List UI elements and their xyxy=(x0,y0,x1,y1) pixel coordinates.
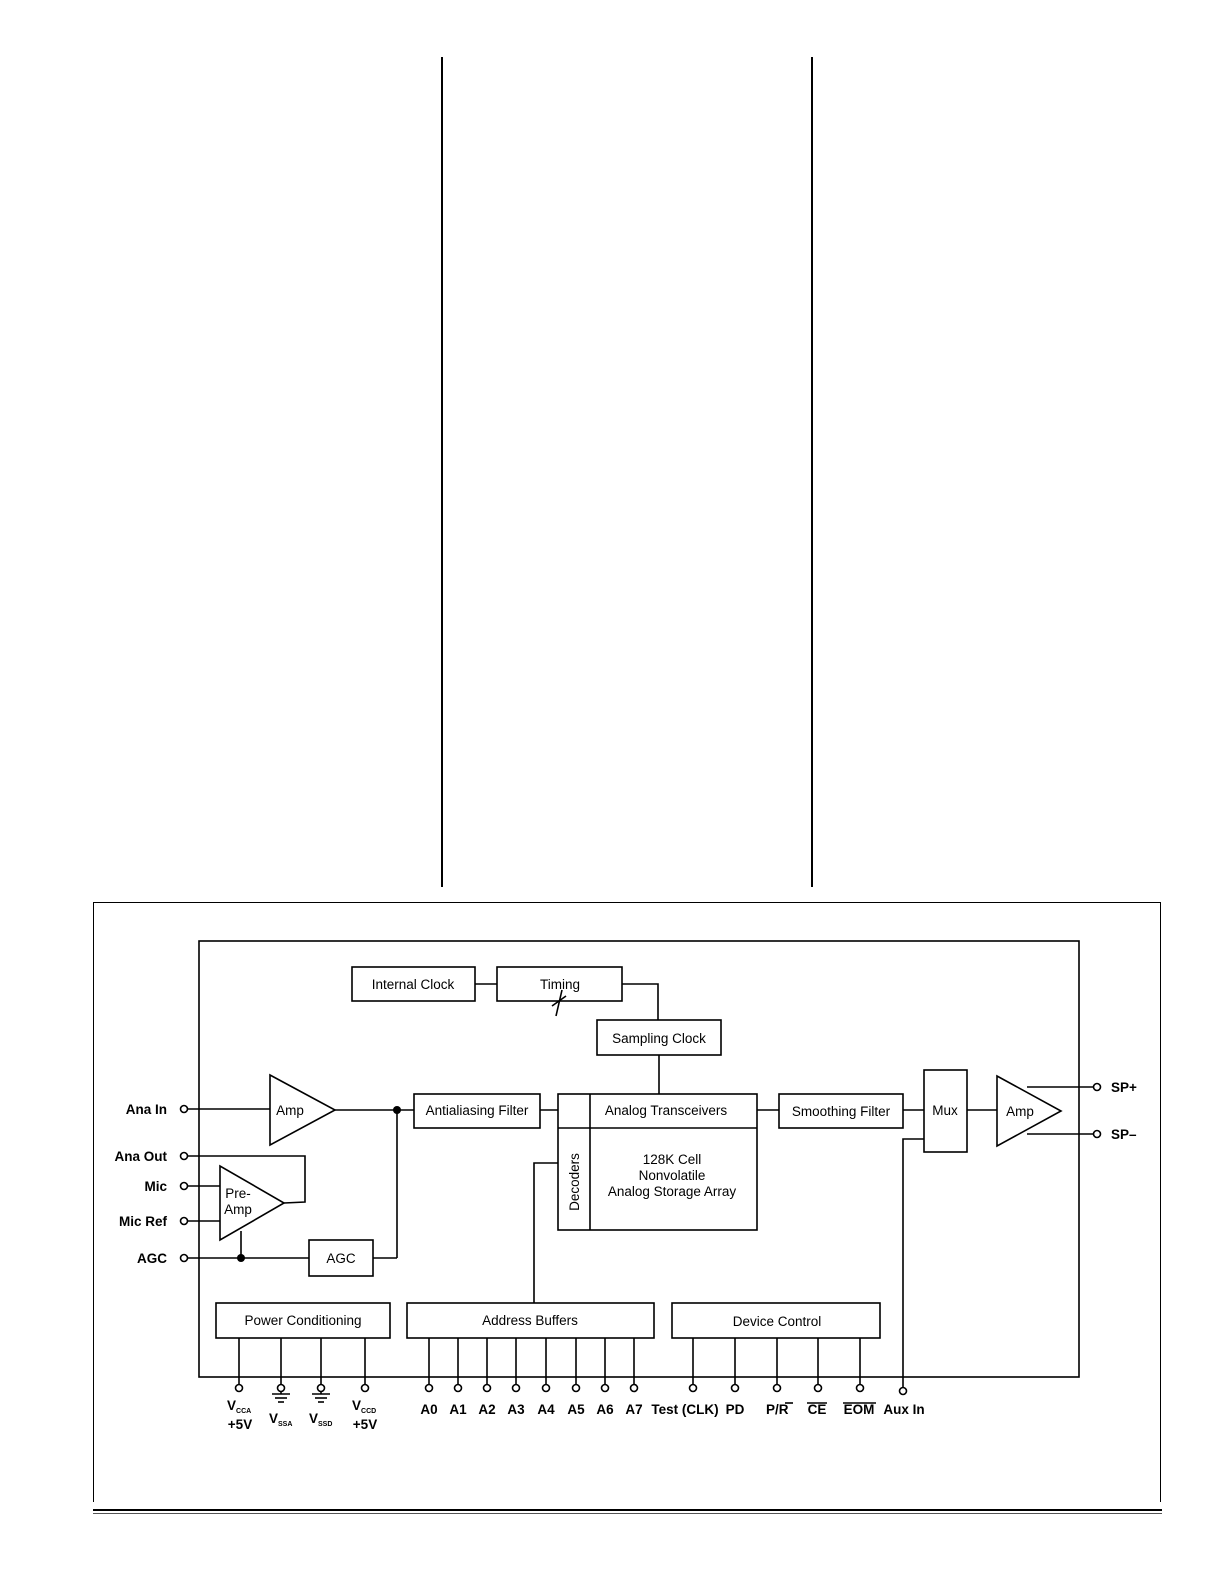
output-amp-label: Amp xyxy=(1006,1104,1034,1119)
timing-label: Timing xyxy=(540,977,580,992)
pin-terminal xyxy=(1092,1082,1102,1092)
pin-terminal xyxy=(855,1383,865,1393)
address-buffers-label: Address Buffers xyxy=(482,1313,578,1328)
antialiasing-filter-label: Antialiasing Filter xyxy=(426,1103,529,1118)
pin-terminal xyxy=(234,1383,244,1393)
pin-terminal xyxy=(600,1383,610,1393)
pin-terminal xyxy=(360,1383,370,1393)
input-amp-triangle xyxy=(269,1073,337,1147)
pin-terminal xyxy=(772,1383,782,1393)
eom-pin-label: EOM xyxy=(844,1402,875,1417)
mic-pin-label: Mic xyxy=(144,1179,167,1194)
analog-transceivers-label: Analog Transceivers xyxy=(605,1103,728,1118)
pin-a6-label: A6 xyxy=(596,1402,614,1417)
junction-dot xyxy=(393,1106,401,1114)
pin-terminal xyxy=(571,1383,581,1393)
input-amp-label: Amp xyxy=(276,1103,304,1118)
sampling-clock-label: Sampling Clock xyxy=(612,1031,706,1046)
pin-a5-label: A5 xyxy=(567,1402,585,1417)
pin-terminal xyxy=(316,1383,326,1393)
ce-pin-label: CE xyxy=(808,1402,827,1417)
junction-dot xyxy=(237,1254,245,1262)
chip-outline xyxy=(198,940,1080,1378)
decoders-label: Decoders xyxy=(567,1153,582,1211)
pin-terminal xyxy=(688,1383,698,1393)
pin-terminal xyxy=(424,1383,434,1393)
test-clk-pin-label: Test (CLK) xyxy=(651,1402,718,1417)
vssd-label: VSSD xyxy=(309,1411,332,1428)
mux-block xyxy=(923,1069,968,1153)
pin-terminal xyxy=(1092,1129,1102,1139)
pin-terminal xyxy=(898,1386,908,1396)
smoothing-filter-block xyxy=(778,1093,904,1129)
pd-pin-label: PD xyxy=(726,1402,745,1417)
pin-terminal xyxy=(179,1104,189,1114)
ana-out-pin-label: Ana Out xyxy=(115,1149,168,1164)
sp-minus-pin-label: SP– xyxy=(1111,1127,1137,1142)
power-conditioning-label: Power Conditioning xyxy=(244,1313,361,1328)
pin-terminal xyxy=(179,1216,189,1226)
address-buffers-block xyxy=(406,1302,655,1339)
pin-a2-label: A2 xyxy=(478,1402,495,1417)
footer-rule-thin xyxy=(93,1513,1162,1514)
pin-terminal xyxy=(541,1383,551,1393)
smoothing-filter-label: Smoothing Filter xyxy=(792,1104,891,1119)
device-control-block xyxy=(671,1302,881,1339)
pin-a7-label: A7 xyxy=(625,1402,642,1417)
antialiasing-filter-block xyxy=(413,1093,541,1129)
footer-rule xyxy=(93,1509,1162,1511)
pin-terminal xyxy=(453,1383,463,1393)
pin-a3-label: A3 xyxy=(507,1402,525,1417)
pin-terminal xyxy=(629,1383,639,1393)
pr-pin-label: P/R xyxy=(766,1402,789,1417)
block-diagram-frame xyxy=(93,902,1161,1502)
preamp-label-2: Amp xyxy=(224,1202,252,1217)
column-divider-right xyxy=(811,57,813,887)
device-control-label: Device Control xyxy=(733,1314,822,1329)
power-conditioning-block xyxy=(215,1302,391,1339)
preamp-triangle xyxy=(219,1164,286,1242)
pin-terminal xyxy=(511,1383,521,1393)
sp-plus-pin-label: SP+ xyxy=(1111,1080,1137,1095)
storage-array-line-1: 128K Cell xyxy=(643,1152,702,1167)
agc-pin-label: AGC xyxy=(137,1251,167,1266)
column-divider-left xyxy=(441,57,443,887)
pin-a4-label: A4 xyxy=(537,1402,555,1417)
pin-terminal xyxy=(179,1253,189,1263)
ana-in-pin-label: Ana In xyxy=(126,1102,167,1117)
output-amp-triangle xyxy=(996,1074,1063,1148)
pin-terminal xyxy=(730,1383,740,1393)
pin-terminal xyxy=(179,1151,189,1161)
storage-array-block xyxy=(557,1093,758,1231)
pin-terminal xyxy=(276,1383,286,1393)
preamp-label-1: Pre- xyxy=(225,1186,251,1201)
pin-terminal xyxy=(482,1383,492,1393)
agc-block-label: AGC xyxy=(326,1251,356,1266)
storage-array-line-3: Analog Storage Array xyxy=(608,1184,737,1199)
vcca-label: VCCA xyxy=(227,1398,251,1415)
vccd-label: VCCD xyxy=(352,1398,376,1415)
internal-clock-label: Internal Clock xyxy=(372,977,455,992)
mic-ref-pin-label: Mic Ref xyxy=(119,1214,168,1229)
vccd-voltage-label: +5V xyxy=(353,1417,377,1432)
aux-in-pin-label: Aux In xyxy=(883,1402,924,1417)
pin-terminal xyxy=(813,1383,823,1393)
storage-array-line-2: Nonvolatile xyxy=(639,1168,706,1183)
pin-terminal xyxy=(179,1181,189,1191)
pin-a1-label: A1 xyxy=(449,1402,467,1417)
pin-a0-label: A0 xyxy=(420,1402,437,1417)
vcca-voltage-label: +5V xyxy=(228,1417,252,1432)
vssa-label: VSSA xyxy=(269,1411,292,1428)
mux-label: Mux xyxy=(932,1103,958,1118)
